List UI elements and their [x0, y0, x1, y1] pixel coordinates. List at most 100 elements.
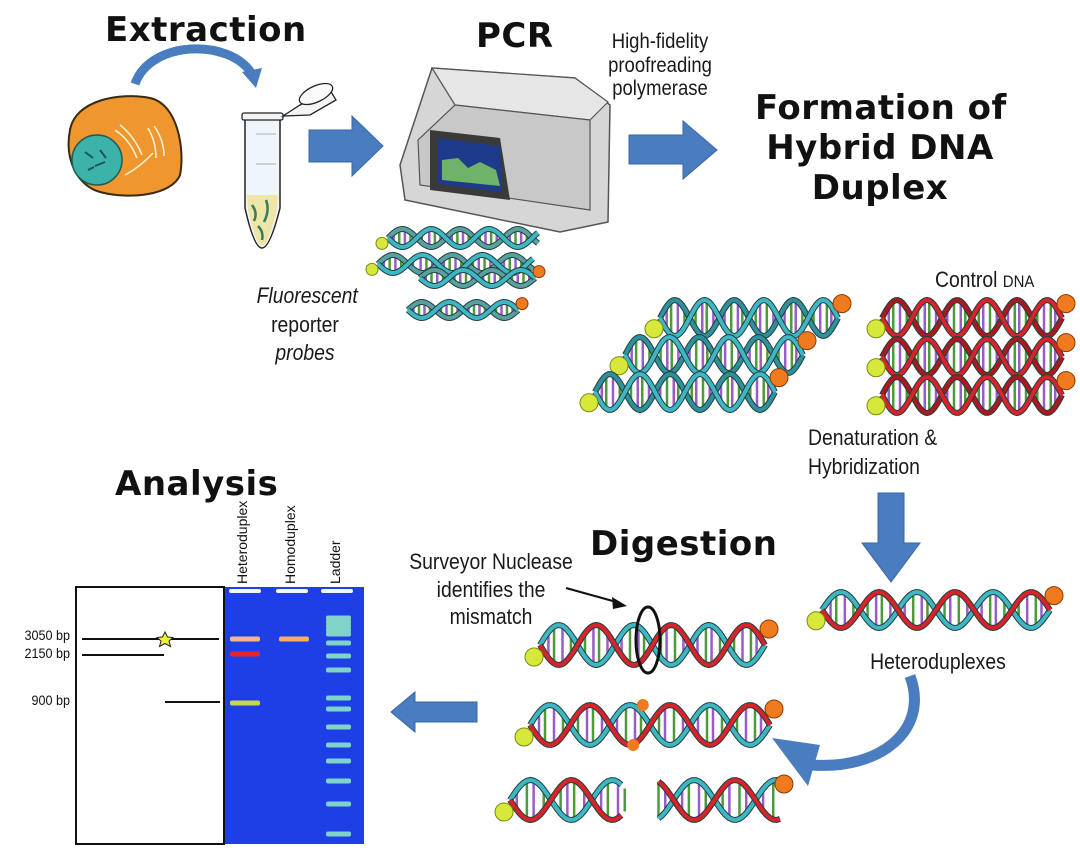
fluorophore-bead-icon — [514, 727, 534, 747]
gel-well — [276, 589, 308, 593]
fluorophore-bead-icon — [866, 396, 886, 416]
fluorophore-bead-icon — [609, 356, 629, 376]
star-icon — [155, 630, 175, 648]
band-ladder — [326, 695, 351, 701]
marker-label-900: 900 bp — [31, 692, 70, 708]
gel-schematic-box — [75, 586, 225, 845]
pointer-arrow-icon — [565, 586, 627, 609]
arrow-down-icon — [861, 492, 921, 583]
fluorophore-bead-icon — [866, 358, 886, 378]
quencher-bead-icon — [759, 619, 779, 639]
quencher-bead-icon — [1044, 586, 1064, 606]
polymerase-line-1: High-fidelity — [611, 30, 709, 53]
band-ladder — [326, 615, 351, 621]
fluorophore-bead-icon — [494, 802, 514, 822]
control-label-suffix: DNA — [1002, 272, 1035, 291]
arrow-left-icon — [390, 690, 478, 734]
probe-helix — [375, 225, 540, 251]
quencher-bead-icon — [1056, 333, 1076, 353]
gel-well — [229, 589, 261, 593]
quencher-bead-icon — [1056, 294, 1076, 314]
sample-dna-helix — [644, 294, 852, 340]
band-ladder — [326, 623, 351, 629]
heteroduplexes-label: Heteroduplexes — [870, 649, 1006, 674]
curved-arrow-icon — [130, 44, 262, 88]
band-ladder — [326, 801, 351, 807]
probe-helix — [365, 251, 535, 277]
quencher-bead-icon — [769, 368, 789, 388]
sample-dna-helix — [579, 368, 789, 414]
stage-title-extraction: Extraction — [105, 10, 307, 50]
band-ladder — [326, 631, 351, 637]
band-ladder — [326, 778, 351, 784]
denaturation-line-2: Hybridization — [808, 453, 920, 479]
probes-line-3: probes — [275, 340, 335, 366]
probes-line-1: Fluorescent — [256, 283, 358, 308]
surveyor-line-3: mismatch — [449, 604, 533, 629]
quencher-bead-icon — [532, 265, 546, 279]
band-ladder — [326, 667, 351, 673]
surveyor-line-2: identifies the — [436, 576, 546, 602]
quencher-bead-icon — [1056, 371, 1076, 391]
gel-well — [321, 589, 353, 593]
quencher-bead-icon — [774, 774, 794, 794]
band-heteroduplex-2150 — [230, 651, 260, 657]
probe-helix — [417, 265, 546, 290]
quencher-bead-icon — [764, 699, 784, 719]
formation-line-1: Formation of — [755, 88, 1007, 128]
band-ladder — [326, 742, 351, 748]
stage-title-digestion: Digestion — [590, 524, 778, 564]
digested-fragments-helix — [494, 774, 794, 824]
band-heteroduplex-900 — [230, 700, 260, 706]
control-dna-helix — [866, 333, 1076, 379]
cleaved-bead-icon — [636, 699, 649, 711]
control-dna-helix — [866, 294, 1076, 340]
cleaved-bead-icon — [627, 739, 640, 751]
formation-line-3: Duplex — [811, 168, 949, 208]
band-homoduplex-3050 — [279, 636, 309, 642]
mismatch-highlight-ellipse — [634, 605, 662, 675]
formation-line-2: Hybrid DNA — [766, 128, 994, 168]
control-label-main: Control — [935, 267, 998, 292]
quencher-bead-icon — [515, 297, 529, 311]
cell-icon — [67, 95, 183, 197]
fluorophore-bead-icon — [866, 319, 886, 339]
denaturation-label: Denaturation & Hybridization — [808, 424, 958, 481]
denaturation-line-1: Denaturation & — [808, 425, 938, 450]
arrow-right-icon-1 — [308, 114, 384, 178]
probe-helix — [405, 297, 529, 322]
gel-figure — [75, 586, 364, 845]
marker-label-2150: 2150 bp — [24, 645, 71, 661]
fluorophore-bead-icon — [579, 393, 599, 413]
band-ladder — [326, 619, 351, 625]
control-dna-label: Control DNA — [935, 267, 1058, 293]
surveyor-line-1: Surveyor Nuclease — [409, 549, 573, 574]
heteroduplex-helix-mismatch — [524, 619, 779, 669]
probes-line-2: reporter — [271, 311, 339, 337]
control-dna-helix — [866, 371, 1076, 417]
band-heteroduplex-3050 — [230, 636, 260, 642]
fluorophore-bead-icon — [644, 319, 664, 339]
band-ladder — [326, 653, 351, 659]
quencher-bead-icon — [797, 331, 817, 351]
fluorophore-bead-icon — [524, 647, 544, 667]
surveyor-label: Surveyor Nuclease identifies the mismatc… — [399, 548, 584, 631]
band-ladder — [326, 627, 351, 633]
fluorophore-bead-icon — [806, 611, 826, 631]
cleaved-heteroduplex-helix — [514, 699, 784, 751]
band-ladder — [326, 831, 351, 837]
band-ladder — [326, 706, 351, 712]
heteroduplex-helix — [806, 586, 1064, 632]
curved-return-arrow-icon — [772, 674, 920, 786]
probes-label: Fluorescent reporter probes — [256, 282, 358, 368]
band-ladder — [326, 724, 351, 730]
stage-title-analysis: Analysis — [115, 464, 279, 504]
microtube-icon — [241, 82, 337, 249]
lane-label-homoduplex: Homoduplex — [282, 505, 298, 584]
arrow-right-icon-2 — [628, 119, 718, 181]
pcr-machine-icon — [399, 67, 611, 233]
polymerase-line-2: proofreading — [608, 53, 712, 77]
sample-dna-helix — [609, 331, 817, 377]
stage-title-formation: Formation of Hybrid DNA Duplex — [755, 88, 1007, 208]
